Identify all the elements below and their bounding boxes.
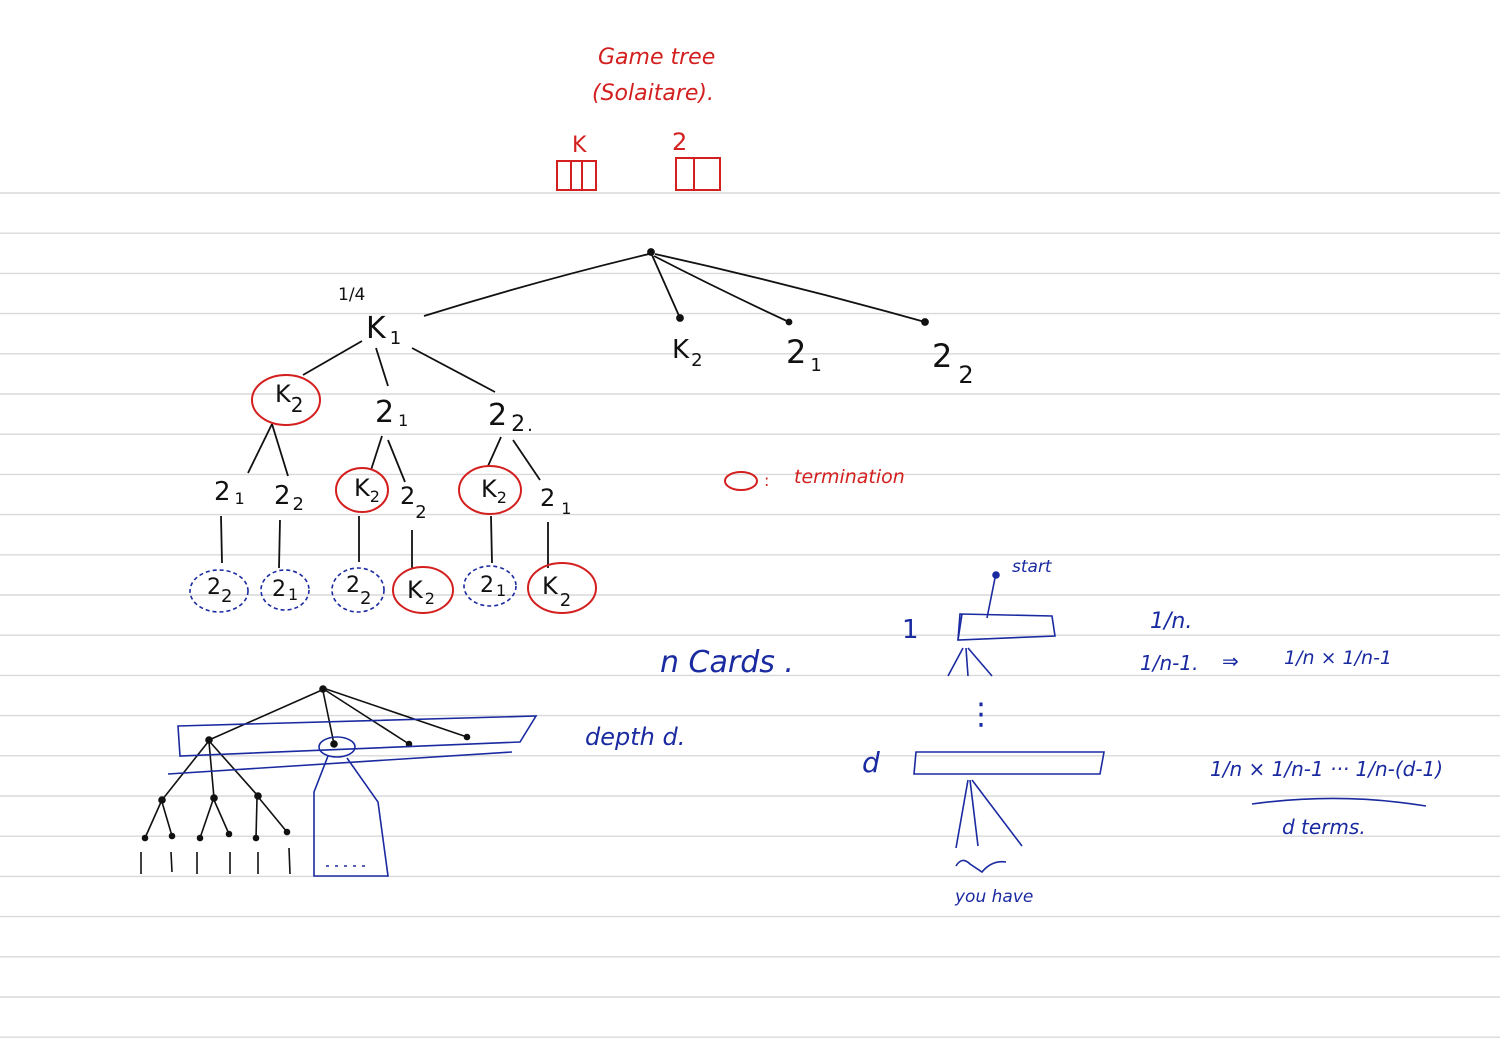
d-terms-label: d terms. — [1282, 815, 1366, 839]
card-label-k: K — [572, 133, 587, 158]
brace-you-have — [955, 859, 1007, 874]
level-d-label: d — [862, 746, 880, 779]
subtree-box — [313, 755, 389, 877]
prob-second: 1/n-1. — [1140, 651, 1198, 675]
node-22-l4c: 22 — [346, 573, 371, 609]
card-diagram: K 2 — [556, 128, 721, 191]
depth-diagram — [913, 571, 1427, 874]
termination-circle-k2 — [251, 374, 321, 426]
card-box-k — [556, 160, 597, 191]
legend-separator: : — [764, 471, 769, 490]
ruled-lines — [0, 192, 1500, 1038]
card-box-2 — [675, 157, 721, 191]
open-circle-l4c — [331, 567, 385, 613]
depth-diagram-labels: start 1 ⋮ d you have — [862, 557, 1053, 907]
edge-root-21 — [653, 255, 790, 323]
open-circle-l4b — [260, 569, 310, 611]
node-22-l4a: 22 — [207, 575, 232, 607]
depth-tree — [140, 685, 538, 877]
title-line-1: Game tree — [598, 45, 715, 70]
n-cards-label: n Cards . — [660, 645, 794, 680]
prob-product-d: 1/n × 1/n-1 ··· 1/n-(d-1) — [1210, 757, 1443, 781]
prob-first: 1/n. — [1150, 609, 1192, 634]
probability-notes: 1/n. 1/n-1. ⇒ 1/n × 1/n-1 1/n × 1/n-1 ··… — [1140, 609, 1443, 839]
legend-text: termination — [794, 466, 905, 488]
depth-band — [177, 715, 538, 757]
you-have-label: you have — [954, 887, 1033, 907]
open-circle-l4a — [189, 569, 249, 613]
termination-circle-l4d — [392, 566, 454, 614]
root-node — [647, 248, 655, 256]
title-block: Game tree (Solaitare). — [592, 45, 715, 106]
depth-label: depth d. — [585, 723, 685, 751]
node-k2-l4f: K2 — [542, 572, 571, 611]
edge-root-k1 — [423, 253, 650, 317]
start-label: start — [1012, 557, 1053, 577]
termination-circle-l4f — [527, 562, 597, 614]
termination-legend: : termination — [724, 466, 905, 491]
vertical-dots: ⋮ — [966, 697, 996, 732]
termination-circle-l3b — [335, 467, 389, 513]
edge-root-22 — [654, 253, 926, 323]
implies-arrow: ⇒ — [1222, 649, 1239, 673]
open-circle-l4e — [463, 565, 517, 607]
edge-k1-21 — [375, 347, 389, 387]
node-k2-l3b: K2 — [354, 474, 380, 506]
node-k2-l2: K2 — [275, 380, 303, 417]
selected-node-circle — [318, 736, 356, 758]
node-22-l3b: 22 — [400, 482, 427, 523]
level-one-label: 1 — [902, 615, 919, 645]
legend-circle-icon — [724, 471, 758, 491]
game-tree — [220, 248, 929, 569]
probability-label: 1/4 — [338, 285, 365, 305]
title-line-2: (Solaitare). — [592, 81, 714, 106]
cards-notes: n Cards . depth d. — [585, 645, 794, 751]
termination-circle-l3c — [458, 465, 522, 515]
edge-k1-k2 — [302, 340, 363, 376]
card-label-2: 2 — [672, 128, 687, 156]
level-d-bar — [913, 751, 1105, 775]
node-k2-l3c: K2 — [481, 475, 507, 507]
level-one-bar — [957, 613, 1056, 641]
edge-root-k2 — [651, 254, 681, 319]
prob-product-two: 1/n × 1/n-1 — [1284, 647, 1392, 669]
edge-k1-22 — [411, 347, 496, 393]
d-terms-brace — [1251, 797, 1427, 807]
